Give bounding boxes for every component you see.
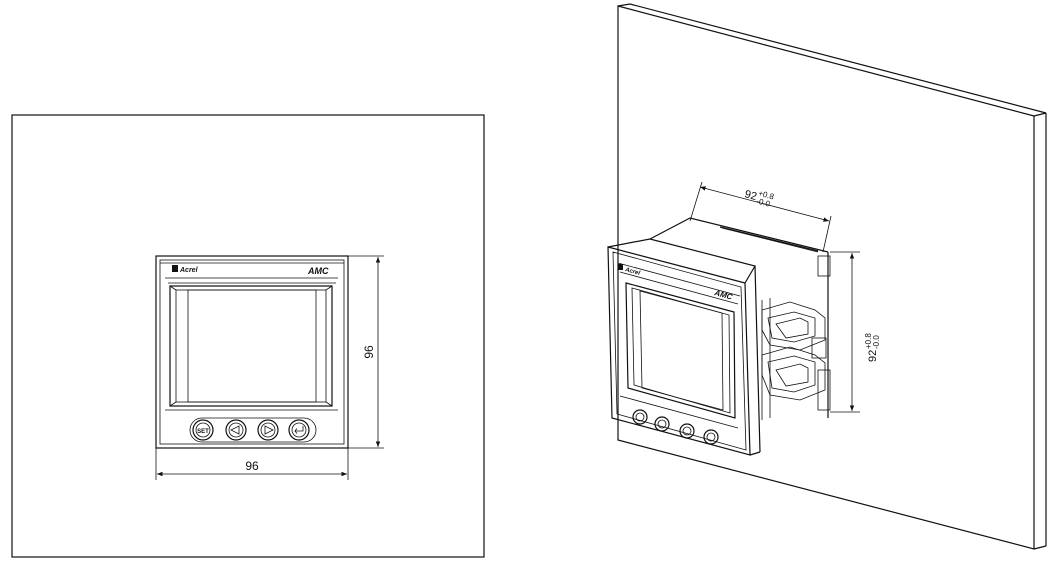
iso-set-button[interactable] bbox=[632, 409, 648, 425]
front-height-label: 96 bbox=[362, 345, 376, 359]
mounting-panel bbox=[617, 3, 1047, 550]
front-display-screen bbox=[169, 285, 333, 407]
right-arrow-icon bbox=[264, 425, 274, 435]
front-button-row: SET bbox=[189, 417, 317, 443]
iso-width-tol-upper: +0.8 bbox=[757, 189, 775, 202]
iso-display-screen bbox=[625, 282, 736, 419]
front-left-button[interactable] bbox=[225, 419, 247, 441]
front-height-dimension: 96 bbox=[348, 255, 384, 449]
iso-left-button[interactable] bbox=[654, 416, 670, 432]
front-model-text: AMC bbox=[307, 266, 329, 276]
front-width-label: 96 bbox=[245, 459, 259, 473]
front-set-button[interactable]: SET bbox=[192, 419, 214, 441]
iso-height-tol-lower: -0.0 bbox=[872, 335, 881, 349]
front-view-frame bbox=[11, 114, 485, 558]
iso-view: Acrel AMC bbox=[607, 3, 1047, 550]
iso-width-tol-lower: -0.0 bbox=[755, 196, 771, 208]
front-brand-text: Acrel bbox=[179, 267, 199, 274]
enter-icon bbox=[294, 426, 304, 434]
iso-width-base: 92 bbox=[743, 188, 758, 203]
front-brand-logo-icon bbox=[172, 265, 178, 272]
iso-mounting-clamps bbox=[761, 255, 831, 420]
iso-height-tol-upper: +0.8 bbox=[864, 333, 873, 349]
front-view: Acrel AMC SET bbox=[11, 114, 485, 558]
iso-brand-text: Acrel bbox=[624, 267, 641, 277]
iso-enter-button[interactable] bbox=[703, 429, 719, 445]
front-meter: Acrel AMC SET bbox=[155, 255, 349, 449]
iso-button-row bbox=[632, 409, 719, 445]
iso-brand-logo-icon bbox=[618, 264, 623, 270]
iso-width-dimension: 92 +0.8 -0.0 bbox=[689, 181, 832, 253]
svg-text:SET: SET bbox=[197, 429, 209, 435]
left-arrow-icon bbox=[230, 425, 240, 435]
front-right-button[interactable] bbox=[257, 419, 279, 441]
front-width-dimension: 96 bbox=[155, 448, 349, 480]
iso-right-button[interactable] bbox=[679, 423, 695, 439]
iso-height-base: 92 bbox=[867, 350, 879, 362]
front-enter-button[interactable] bbox=[288, 419, 310, 441]
iso-meter-body bbox=[649, 217, 831, 455]
iso-height-dimension: 92 +0.8 -0.0 bbox=[830, 251, 881, 413]
iso-meter-front: Acrel AMC bbox=[607, 238, 761, 456]
